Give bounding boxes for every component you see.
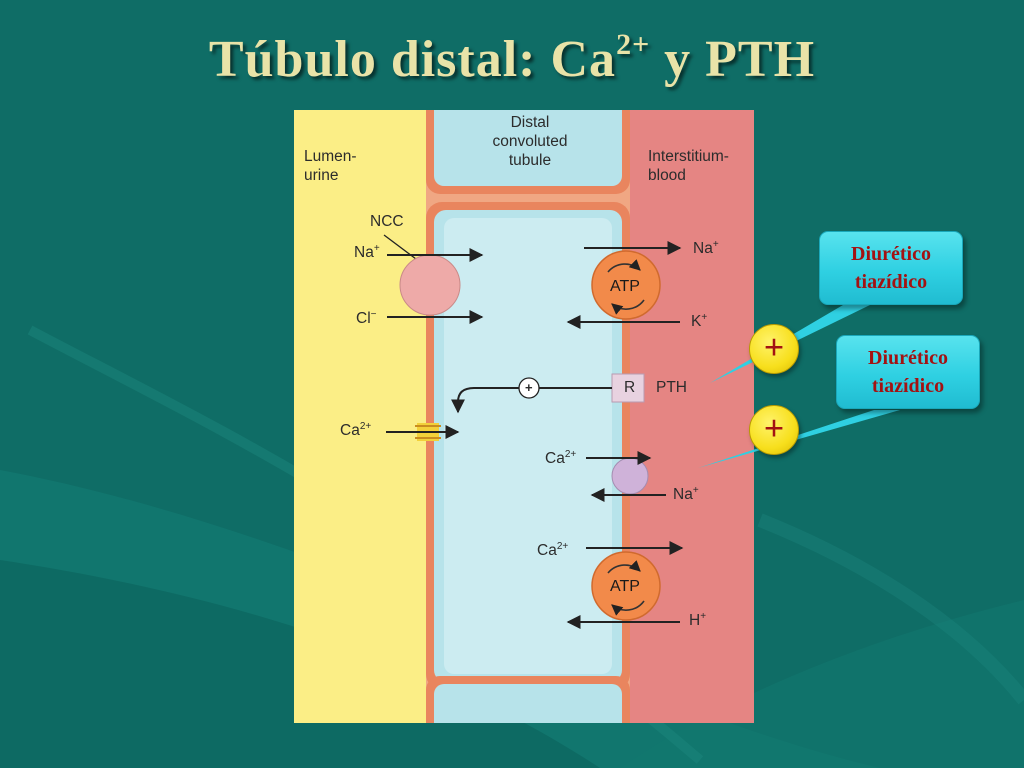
na-label-out: Na+ [693, 239, 719, 258]
interstitium-label: Interstitium-blood [648, 148, 729, 184]
pth-signal-arrow [451, 387, 612, 414]
interstitium-region [630, 110, 754, 723]
atp-label-1: ATP [610, 278, 640, 295]
receptor-label: R [624, 379, 636, 396]
ncc-label: NCC [370, 213, 404, 230]
ca-label-lumen: Ca2+ [340, 421, 372, 440]
plus-badge-2: + [749, 405, 799, 455]
lumen-region [294, 110, 426, 723]
slide-title: Túbulo distal: Ca2+ y PTH [208, 28, 816, 88]
cl-label: Cl− [356, 309, 377, 328]
ncc-pointer [383, 234, 421, 263]
pth-receptor [611, 373, 645, 403]
na-label-lumen: Na+ [354, 243, 380, 262]
h-label: H+ [689, 611, 707, 630]
k-label: K+ [691, 312, 708, 331]
lumen-label: Lumen-urine [304, 148, 357, 184]
distal-tubule-diagram [294, 110, 754, 723]
stimulation-circle [518, 377, 540, 399]
ca-label-exchanger: Ca2+ [545, 449, 577, 468]
pth-label: PTH [656, 379, 687, 396]
atp-label-2: ATP [610, 578, 640, 595]
thiazide-callout-1: Diurético tiazídico [819, 231, 963, 305]
plus-badge-1: + [749, 324, 799, 374]
thiazide-callout-2: Diurético tiazídico [836, 335, 980, 409]
na-label-exchanger: Na+ [673, 485, 699, 504]
ca-label-atp: Ca2+ [537, 541, 569, 560]
stim-plus-label: + [525, 380, 533, 395]
